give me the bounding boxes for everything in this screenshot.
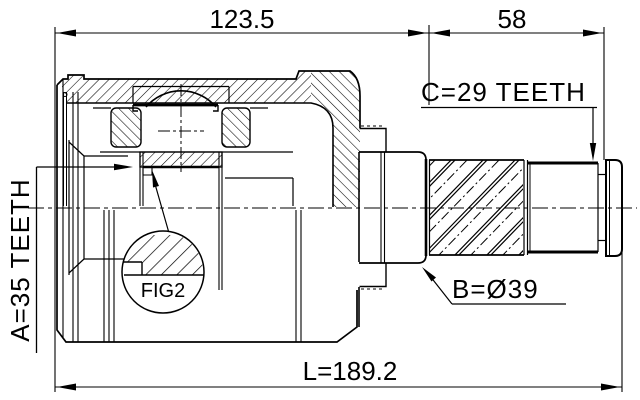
inner-race-section — [139, 151, 223, 168]
housing-front-wall — [62, 92, 68, 206]
spline-teeth-lines — [430, 160, 523, 255]
dim-overall-length-label: L=189.2 — [303, 356, 398, 386]
seal-land-section — [528, 161, 598, 254]
fig2-detail: FIG2 — [121, 170, 205, 314]
spline-section — [429, 159, 529, 256]
inner-spline-count-label: A=35 TEETH — [5, 178, 35, 341]
inner-race-edges — [139, 152, 223, 290]
housing-section — [56, 70, 361, 343]
dimension-lines — [54, 25, 623, 392]
bearing-assembly — [110, 84, 251, 290]
housing-inner-profile — [66, 102, 334, 207]
fig2-leader-line — [154, 183, 170, 234]
bore-entry-funnel — [68, 140, 128, 275]
dim-housing-width-label: 123.5 — [209, 4, 274, 34]
shaft — [359, 125, 623, 290]
snap-ring-groove — [142, 167, 153, 176]
housing-right-wall-hatch — [311, 71, 360, 207]
dim-shaft-width-label: 58 — [498, 4, 527, 34]
fig2-label: FIG2 — [141, 280, 185, 302]
housing-outer-profile-top — [56, 70, 361, 128]
outer-spline-count-label: C=29 TEETH — [421, 77, 586, 107]
shaft-diameter-label: B=Ø39 — [452, 274, 539, 304]
dimension-arrowheads — [57, 29, 620, 391]
boot-clamp-flange — [359, 125, 387, 290]
cage-section-right — [221, 107, 251, 148]
housing-outer-profile-bottom — [56, 85, 358, 343]
fig2-leader-arrow — [152, 170, 159, 188]
shaft-end-cap — [605, 159, 623, 257]
callout-leaders — [35, 106, 597, 353]
cage-section-left — [110, 107, 142, 148]
